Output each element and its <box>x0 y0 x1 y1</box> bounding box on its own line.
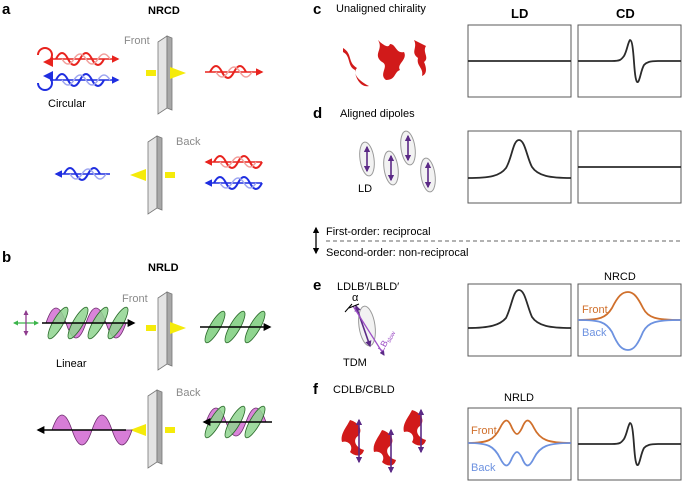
label-linear: Linear <box>56 358 87 370</box>
linear-polarization-icon <box>12 309 40 337</box>
trace-f-cd <box>578 422 681 466</box>
label-front-a: Front <box>124 35 150 47</box>
panel-letter-e: e <box>313 277 321 294</box>
trace-f-back <box>467 442 572 467</box>
panel-title-aligned-dipoles: Aligned dipoles <box>340 108 415 120</box>
label-front-b: Front <box>122 293 148 305</box>
aligned-dipoles <box>359 130 436 193</box>
panel-title-nrld: NRLD <box>148 262 179 274</box>
red-wave-incoming-back <box>204 155 263 169</box>
plot-title-nrcd: NRCD <box>604 271 636 283</box>
trace-e-back <box>577 319 682 351</box>
label-circular: Circular <box>48 98 86 110</box>
chiral-aligned-molecules <box>341 408 426 474</box>
panel-c: c Unaligned chirality <box>313 1 682 98</box>
column-header-ld: LD <box>511 6 528 21</box>
label-back-b: Back <box>176 387 201 399</box>
panel-d: d Aligned dipoles LD <box>313 105 682 204</box>
label-tdm: TDM <box>343 357 367 369</box>
panel-b: b NRLD Linear Front <box>2 249 272 469</box>
trace-c-cd <box>578 39 681 83</box>
column-header-cd: CD <box>616 6 635 21</box>
chiral-molecules <box>343 40 427 87</box>
panel-letter-a: a <box>2 1 11 18</box>
plot-d-ld <box>467 130 572 204</box>
label-back-f: Back <box>471 462 496 474</box>
trace-e-front <box>577 291 682 321</box>
linear-wave-incoming-back <box>202 405 272 439</box>
panel-title-unaligned-chirality: Unaligned chirality <box>336 3 426 15</box>
trace-d-ld <box>467 139 572 179</box>
label-front-f: Front <box>471 425 497 437</box>
panel-letter-f: f <box>313 381 319 398</box>
panel-a: a NRCD Circular Front <box>2 1 264 215</box>
sample-plate-back <box>147 135 163 215</box>
label-second-order: Second-order: non-reciprocal <box>326 247 468 259</box>
blue-wave-transmitted-back <box>54 167 110 181</box>
tdm-diagram: α <box>344 292 385 356</box>
panel-letter-b: b <box>2 249 11 266</box>
panel-letter-d: d <box>313 105 322 122</box>
label-back-e: Back <box>582 327 607 339</box>
label-front-e: Front <box>582 304 608 316</box>
panel-f: f CDLB/CBLD NRLD Front Back <box>313 381 682 481</box>
blue-wave-incoming <box>50 73 120 87</box>
panel-title-ldlb: LDLB′/LBLD′ <box>337 281 399 293</box>
sample-plate-back-b <box>147 389 163 469</box>
blue-wave-incoming-back <box>204 176 263 190</box>
panel-e: e LDLB′/LBLD′ α TDM LBslow NRCD Front Ba… <box>313 271 682 369</box>
trace-f-front <box>467 419 572 444</box>
red-wave-incoming <box>50 52 120 66</box>
plot-title-nrld: NRLD <box>504 392 534 404</box>
panel-letter-c: c <box>313 1 321 18</box>
trace-e-ld <box>467 289 572 329</box>
linear-wave-transmitted-back <box>36 414 133 446</box>
yellow-arrow-front-a <box>146 67 186 79</box>
yellow-arrow-front-b <box>146 322 186 334</box>
linear-wave-outgoing <box>200 310 272 344</box>
linear-wave-incoming <box>42 306 136 340</box>
label-ld-d: LD <box>358 183 372 195</box>
circular-polarization-icons <box>37 47 54 91</box>
panel-title-nrcd: NRCD <box>148 5 180 17</box>
sample-plate-front-b <box>157 291 173 371</box>
label-back-a: Back <box>176 136 201 148</box>
label-first-order: First-order: reciprocal <box>326 226 431 238</box>
order-divider: First-order: reciprocal Second-order: no… <box>312 226 683 259</box>
yellow-arrow-back-a <box>130 169 175 181</box>
panel-title-cdlb: CDLB/CBLD <box>333 384 395 396</box>
yellow-arrow-back-b <box>130 424 175 436</box>
sample-plate-front <box>157 35 173 115</box>
label-lb-slow: LBslow <box>376 327 398 354</box>
red-wave-outgoing <box>205 65 264 79</box>
label-alpha: α <box>352 292 359 304</box>
plot-e-ld <box>467 283 572 357</box>
